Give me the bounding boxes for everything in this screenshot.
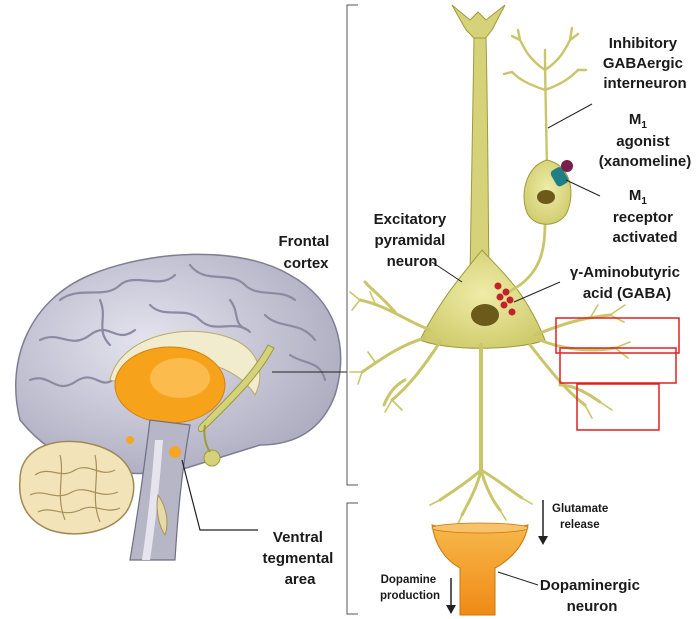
- pituitary: [156, 493, 168, 537]
- highlight-box: [555, 317, 680, 354]
- vta-pathway: [197, 344, 275, 467]
- label-m1-receptor: M1 receptor activated: [612, 187, 677, 246]
- vta-leader: [181, 459, 258, 531]
- m1-receptor-complex: [550, 160, 573, 187]
- label-dopaminergic: Dopaminergic neuron: [540, 577, 644, 615]
- pyramidal-neuron: [349, 4, 631, 525]
- orange-node: [126, 436, 134, 444]
- highlight-box: [559, 347, 677, 384]
- m1-receptor: [550, 167, 569, 187]
- brainstem-shade: [142, 440, 163, 560]
- xanomeline-molecule: [561, 160, 573, 172]
- label-ventral-tegmental: Ventral tegmental area: [262, 529, 337, 588]
- gaba-molecules: [494, 282, 516, 316]
- leader-lines: [431, 103, 601, 586]
- dopaminergic-neuron: [431, 522, 529, 616]
- brain-illustration: [15, 253, 342, 561]
- cerebellum: [18, 440, 135, 535]
- label-m1-agonist: M1 agonist (xanomeline): [599, 111, 692, 170]
- brain-gyri: [28, 263, 327, 388]
- label-frontal-cortex: Frontal cortex: [278, 233, 333, 272]
- dopamine-arrow: [446, 578, 456, 614]
- pyramidal-soma: [419, 249, 546, 349]
- label-excitatory-neuron: Excitatory pyramidal neuron: [374, 211, 451, 270]
- glutamate-arrow: [538, 500, 548, 545]
- pyramidal-nucleus: [471, 304, 499, 326]
- label-glutamate: Glutamate release: [552, 503, 611, 531]
- frontal-bracket: [346, 4, 358, 486]
- label-gaba: γ-Aminobutyric acid (GABA): [570, 264, 684, 302]
- orange-node: [169, 446, 181, 458]
- thalamus-highlight: [150, 358, 210, 398]
- label-interneuron: Inhibitory GABAergic interneuron: [603, 35, 687, 92]
- highlight-box: [576, 383, 660, 431]
- vta-bracket: [346, 502, 358, 615]
- highlight-boxes: [555, 317, 680, 431]
- interneuron-nucleus: [537, 190, 555, 204]
- interneuron: [502, 26, 588, 297]
- label-dopamine-production: Dopamine production: [380, 574, 440, 602]
